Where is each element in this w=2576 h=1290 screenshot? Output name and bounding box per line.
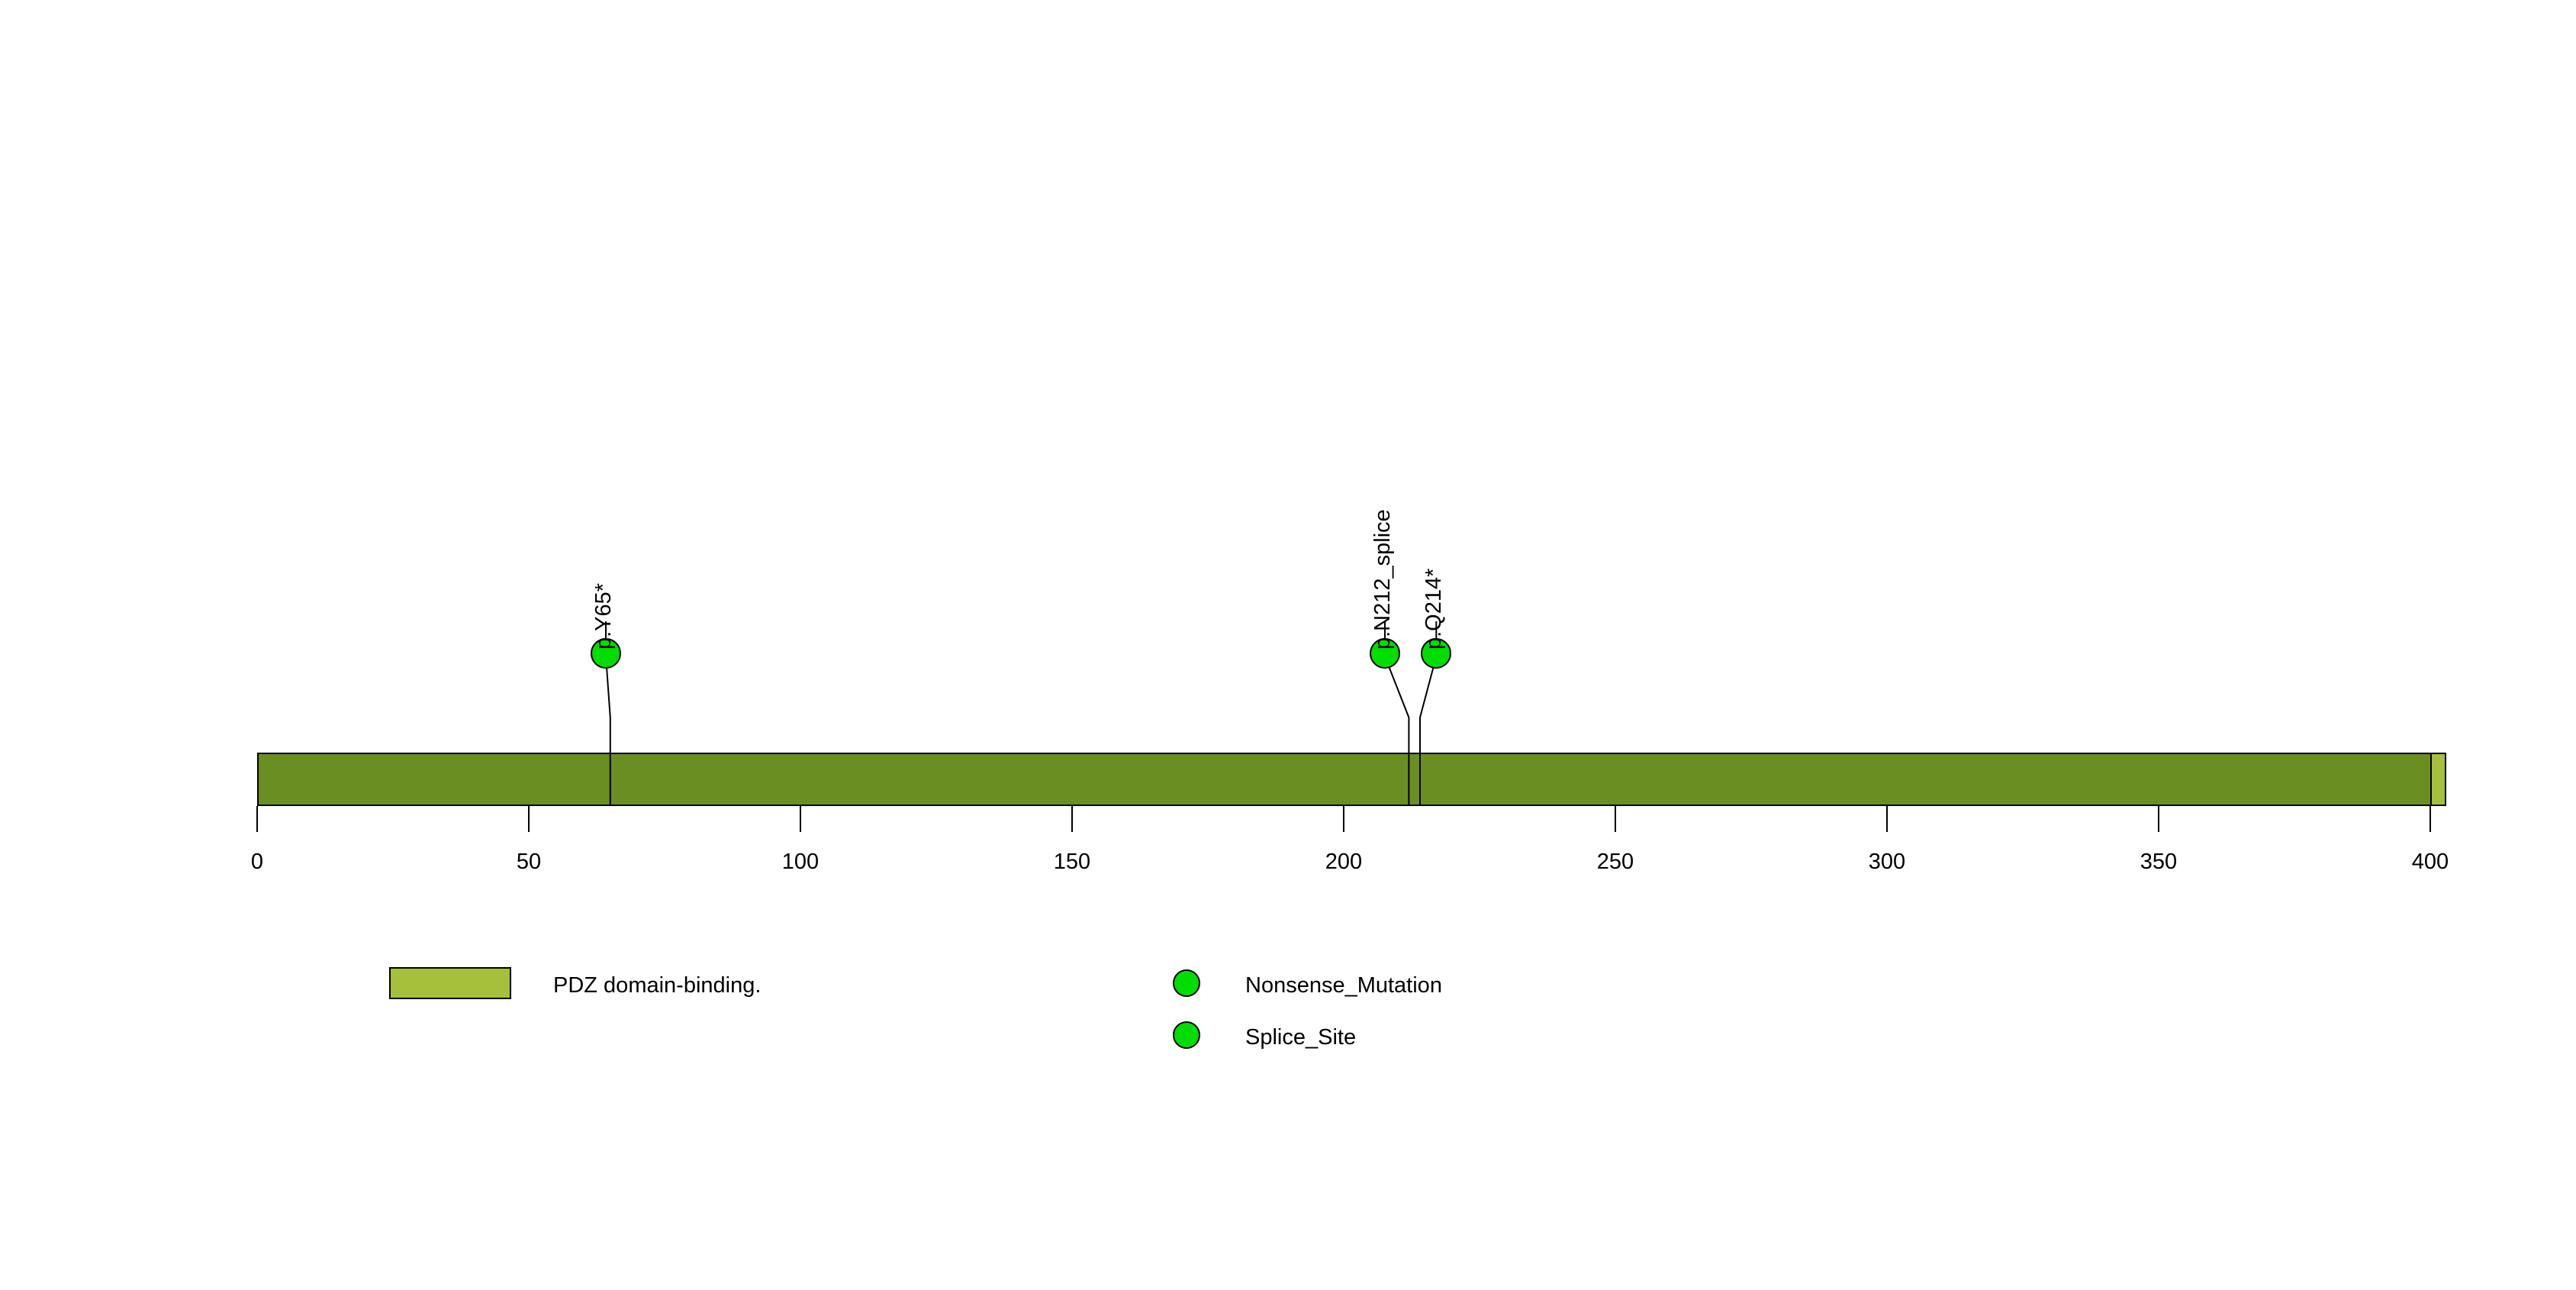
axis-tick-label: 250 xyxy=(1596,850,1634,874)
lollipop-label: p.Y65* xyxy=(591,582,616,650)
legend-mutation-dot xyxy=(1173,1021,1200,1049)
axis-tick-label: 400 xyxy=(2411,850,2449,874)
legend-mutation-dot xyxy=(1173,969,1200,997)
axis-tick-label: 100 xyxy=(781,850,819,874)
axis-tick-mark xyxy=(2158,806,2159,832)
axis-tick-label: 50 xyxy=(516,850,542,874)
lollipop-head[interactable] xyxy=(591,638,621,669)
legend-domain-label: PDZ domain-binding. xyxy=(553,973,762,998)
axis-tick-mark xyxy=(1886,806,1888,832)
legend-mutation-label: Splice_Site xyxy=(1245,1025,1357,1050)
axis-tick-label: 200 xyxy=(1325,850,1363,874)
axis-tick-mark xyxy=(2429,806,2431,832)
axis-tick-label: 350 xyxy=(2140,850,2178,874)
lollipop-label: p.Q214* xyxy=(1422,568,1446,650)
lollipop-label: p.N212_splice xyxy=(1370,509,1395,650)
axis-tick-mark xyxy=(1071,806,1073,832)
legend-mutation-label: Nonsense_Mutation xyxy=(1245,973,1442,998)
axis-tick-mark xyxy=(1615,806,1616,832)
legend-domain-swatch xyxy=(389,967,511,999)
axis-tick-mark xyxy=(256,806,258,832)
axis-tick-label: 150 xyxy=(1053,850,1091,874)
protein-backbone-bar[interactable] xyxy=(257,753,2447,806)
axis-tick-mark xyxy=(800,806,801,832)
lollipop-head[interactable] xyxy=(1421,638,1451,669)
protein-domain-region[interactable] xyxy=(2430,754,2447,805)
axis-tick-label: 0 xyxy=(250,850,264,874)
axis-tick-mark xyxy=(528,806,530,832)
axis-tick-label: 300 xyxy=(1868,850,1906,874)
axis-tick-mark xyxy=(1343,806,1344,832)
lollipop-head[interactable] xyxy=(1370,638,1400,669)
